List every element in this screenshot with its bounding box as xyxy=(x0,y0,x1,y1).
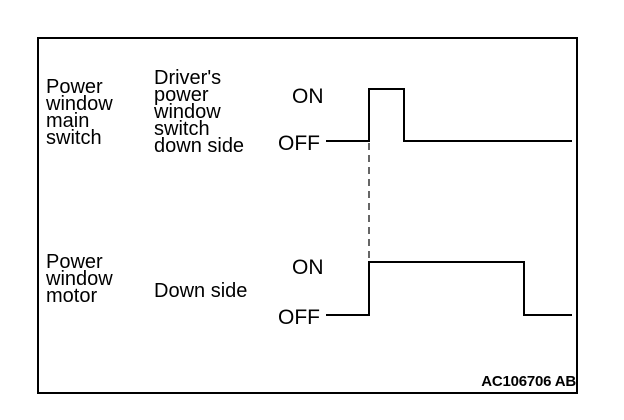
component-label-motor: Power window motor xyxy=(46,251,113,307)
state-label-off-switch: OFF xyxy=(278,132,320,155)
diagram-frame xyxy=(37,37,578,394)
figure-code: AC106706 AB xyxy=(481,373,576,390)
component-label-main-switch: Power window main switch xyxy=(46,76,113,149)
state-label-on-switch: ON xyxy=(292,85,324,108)
state-label-off-motor: OFF xyxy=(278,306,320,329)
signal-label-motor-down-side: Down side xyxy=(154,280,248,302)
signal-label-driver-switch-down: Driver's power window switch down side xyxy=(154,67,245,157)
state-label-on-motor: ON xyxy=(292,256,324,279)
motor-waveform xyxy=(326,261,572,316)
switch-waveform xyxy=(326,88,572,142)
